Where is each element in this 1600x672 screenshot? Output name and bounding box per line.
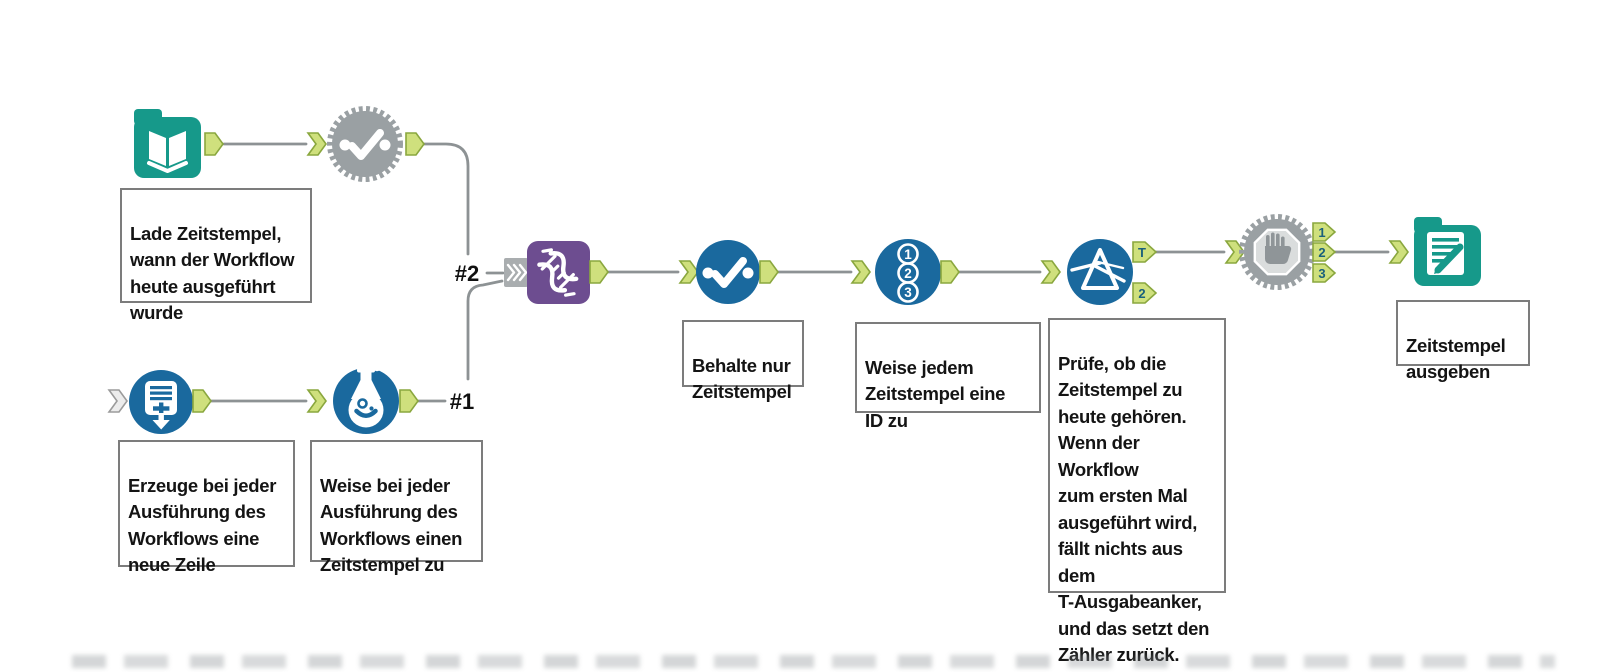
filter-false-output-anchor[interactable]: 2 [1132,282,1158,304]
select-input-anchor[interactable] [678,260,699,284]
annotation-input-data[interactable]: Lade Zeitstempel, wann der Workflow heut… [120,188,312,323]
tool-filter[interactable]: T 2 [1040,239,1158,305]
record-id-digit-2: 2 [904,266,912,281]
union-output-anchor[interactable] [589,260,609,284]
cropped-text-smudge [72,655,1555,668]
union-multi-input-anchor[interactable] [504,258,528,287]
tool-input-data[interactable] [134,109,224,178]
stop-hand-gear-icon [1239,214,1315,290]
tool-output-data[interactable] [1388,217,1481,286]
record-id-digit-1: 1 [904,247,912,262]
filter-false-anchor-label: 2 [1138,286,1145,301]
numbered-circles-icon: 1 2 3 [875,239,941,305]
annotation-formula-text: Weise bei jeder Ausführung des Workflows… [320,474,463,576]
check-dots-icon [696,240,760,304]
macro-input-anchor[interactable] [306,132,327,156]
filter-true-output-anchor[interactable]: T [1132,241,1158,263]
filter-true-anchor-label: T [1138,245,1146,260]
tool-macro-gear[interactable] [306,106,425,182]
tool-generate-rows[interactable] [107,370,212,434]
output-data-input-anchor[interactable] [1388,240,1409,264]
dna-icon [527,241,590,304]
block-output-anchor-3[interactable]: 3 [1312,263,1337,283]
tool-formula[interactable] [306,357,419,434]
record-id-input-anchor[interactable] [850,260,871,284]
annotation-generate-rows-text: Erzeuge bei jeder Ausführung des Workflo… [128,474,277,576]
hand-icon [1265,232,1292,265]
tool-union[interactable] [504,241,609,304]
tool-block-until-done[interactable]: 1 2 3 [1224,214,1337,290]
branch1-label: #1 [450,389,474,414]
annotation-input-data-text: Lade Zeitstempel, wann der Workflow heut… [130,222,295,324]
tool-record-id[interactable]: 1 2 3 [850,239,960,305]
annotation-record-id[interactable]: Weise jedem Zeitstempel eine ID zu [855,322,1041,431]
block-output-anchor-1[interactable]: 1 [1312,222,1337,242]
book-icon [134,109,201,178]
block-anchor-2-label: 2 [1318,245,1325,260]
gear-check-icon [327,106,403,182]
rows-plus-arrow-icon [129,370,193,434]
tool-select[interactable] [678,240,779,304]
annotation-filter-text: Prüfe, ob die Zeitstempel zu heute gehör… [1058,352,1210,666]
block-anchor-3-label: 3 [1318,266,1325,281]
formula-input-anchor[interactable] [306,389,327,413]
prism-icon [1067,239,1133,305]
block-anchor-1-label: 1 [1318,225,1325,240]
annotation-generate-rows[interactable]: Erzeuge bei jeder Ausführung des Workflo… [118,440,295,575]
generate-rows-optional-input-anchor[interactable] [107,389,128,413]
select-output-anchor[interactable] [759,260,779,284]
record-id-output-anchor[interactable] [940,260,960,284]
filter-input-anchor[interactable] [1040,260,1061,284]
generate-rows-output-anchor[interactable] [192,389,212,413]
annotation-formula[interactable]: Weise bei jeder Ausführung des Workflows… [310,440,483,575]
wire-branch1-up-to-union[interactable] [466,279,504,381]
block-output-anchor-2[interactable]: 2 [1312,242,1337,262]
chevrons-icon [506,263,528,282]
flask-icon [333,357,399,434]
annotation-filter[interactable]: Prüfe, ob die Zeitstempel zu heute gehör… [1048,318,1226,665]
macro-output-anchor[interactable] [405,132,425,156]
annotation-select[interactable]: Behalte nur Zeitstempel [682,320,804,402]
record-id-digit-3: 3 [904,285,912,300]
wire-macro-down-branch2[interactable] [422,142,470,256]
annotation-select-text: Behalte nur Zeitstempel [692,354,792,403]
document-pen-icon [1414,217,1481,286]
input-data-output-anchor[interactable] [204,132,224,156]
annotation-record-id-text: Weise jedem Zeitstempel eine ID zu [865,356,1006,431]
annotation-output-data[interactable]: Zeitstempel ausgeben [1396,300,1530,382]
annotation-output-data-text: Zeitstempel ausgeben [1406,334,1506,383]
formula-output-anchor[interactable] [399,389,419,413]
branch2-label: #2 [455,261,479,286]
